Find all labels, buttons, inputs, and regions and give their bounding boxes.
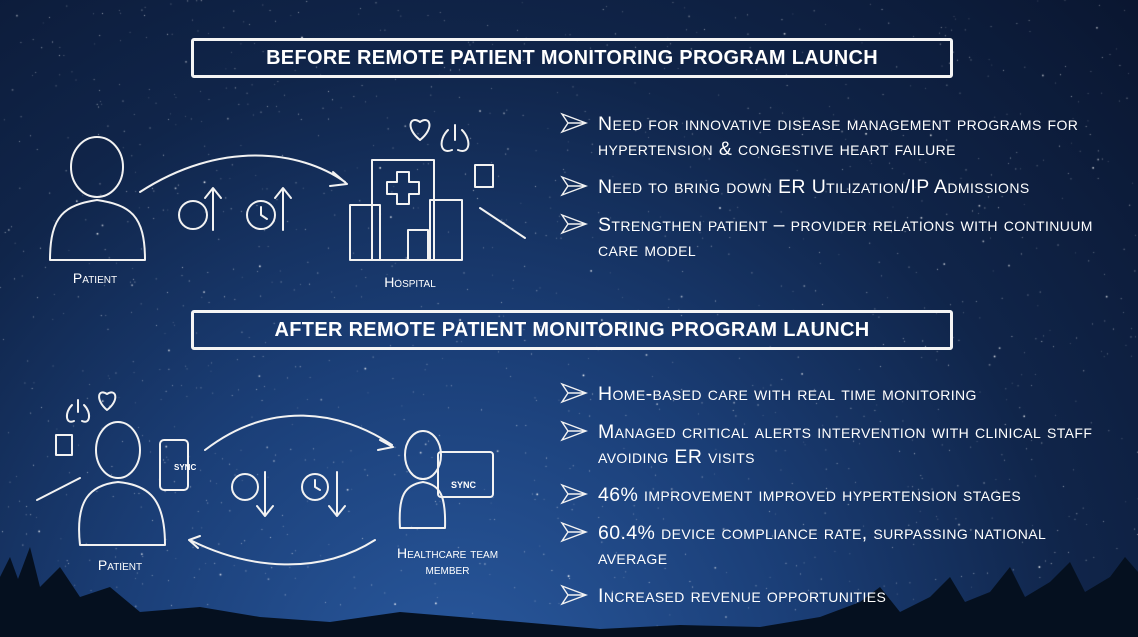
phone-sync-icon: SYNC — [174, 463, 196, 472]
time-up-icon — [246, 187, 292, 231]
heart-icon — [409, 119, 431, 141]
patient-label: Patient — [72, 270, 118, 286]
bullet-item: Home-based care with real time monitorin… — [560, 382, 1120, 407]
lungs-icon — [440, 124, 470, 152]
bullet-item: Need for innovative disease management p… — [560, 112, 1120, 162]
thermometer-icon — [36, 477, 81, 501]
paper-plane-arrow-icon — [560, 420, 588, 442]
blood-pressure-monitor-icon — [474, 164, 494, 188]
paper-plane-arrow-icon — [560, 175, 588, 197]
after-section-title: AFTER REMOTE PATIENT MONITORING PROGRAM … — [191, 310, 953, 350]
time-down-icon — [301, 471, 346, 517]
monitor-sync-icon: SYNC — [451, 480, 477, 490]
team-member-at-computer-icon — [398, 430, 494, 529]
bullet-item: Strengthen patient – provider relations … — [560, 213, 1120, 263]
bullet-item: Managed critical alerts intervention wit… — [560, 420, 1120, 470]
lungs-icon — [66, 399, 90, 423]
cost-up-icon — [178, 187, 222, 231]
before-section-title: BEFORE REMOTE PATIENT MONITORING PROGRAM… — [191, 38, 953, 78]
cost-down-icon — [231, 471, 274, 517]
paper-plane-arrow-icon — [560, 112, 588, 134]
arrow-to-patient-icon — [188, 535, 376, 566]
after-bullet-list: Home-based care with real time monitorin… — [560, 382, 1120, 622]
healthcare-team-label: Healthcare team member — [396, 545, 499, 577]
patient-with-phone-icon — [78, 421, 189, 546]
patient-figure-icon — [49, 136, 146, 261]
hospital-building-icon — [349, 159, 463, 261]
hospital-label: Hospital — [384, 274, 436, 290]
thermometer-icon — [479, 207, 526, 239]
bullet-item: 46% improvement improved hypertension st… — [560, 483, 1120, 508]
patient-label-after: Patient — [97, 557, 143, 573]
paper-plane-arrow-icon — [560, 483, 588, 505]
paper-plane-arrow-icon — [560, 584, 588, 606]
arrow-to-hospital-icon — [139, 154, 348, 193]
bullet-item: Need to bring down ER Utilization/IP Adm… — [560, 175, 1120, 200]
heart-icon — [98, 391, 117, 411]
tree-silhouette — [0, 547, 1138, 637]
arrow-to-team-icon — [204, 414, 394, 451]
bullet-item: Increased revenue opportunities — [560, 584, 1120, 609]
paper-plane-arrow-icon — [560, 382, 588, 404]
paper-plane-arrow-icon — [560, 213, 588, 235]
paper-plane-arrow-icon — [560, 521, 588, 543]
before-bullet-list: Need for innovative disease management p… — [560, 112, 1120, 276]
blood-pressure-monitor-icon — [55, 434, 73, 456]
bullet-item: 60.4% device compliance rate, surpassing… — [560, 521, 1120, 571]
